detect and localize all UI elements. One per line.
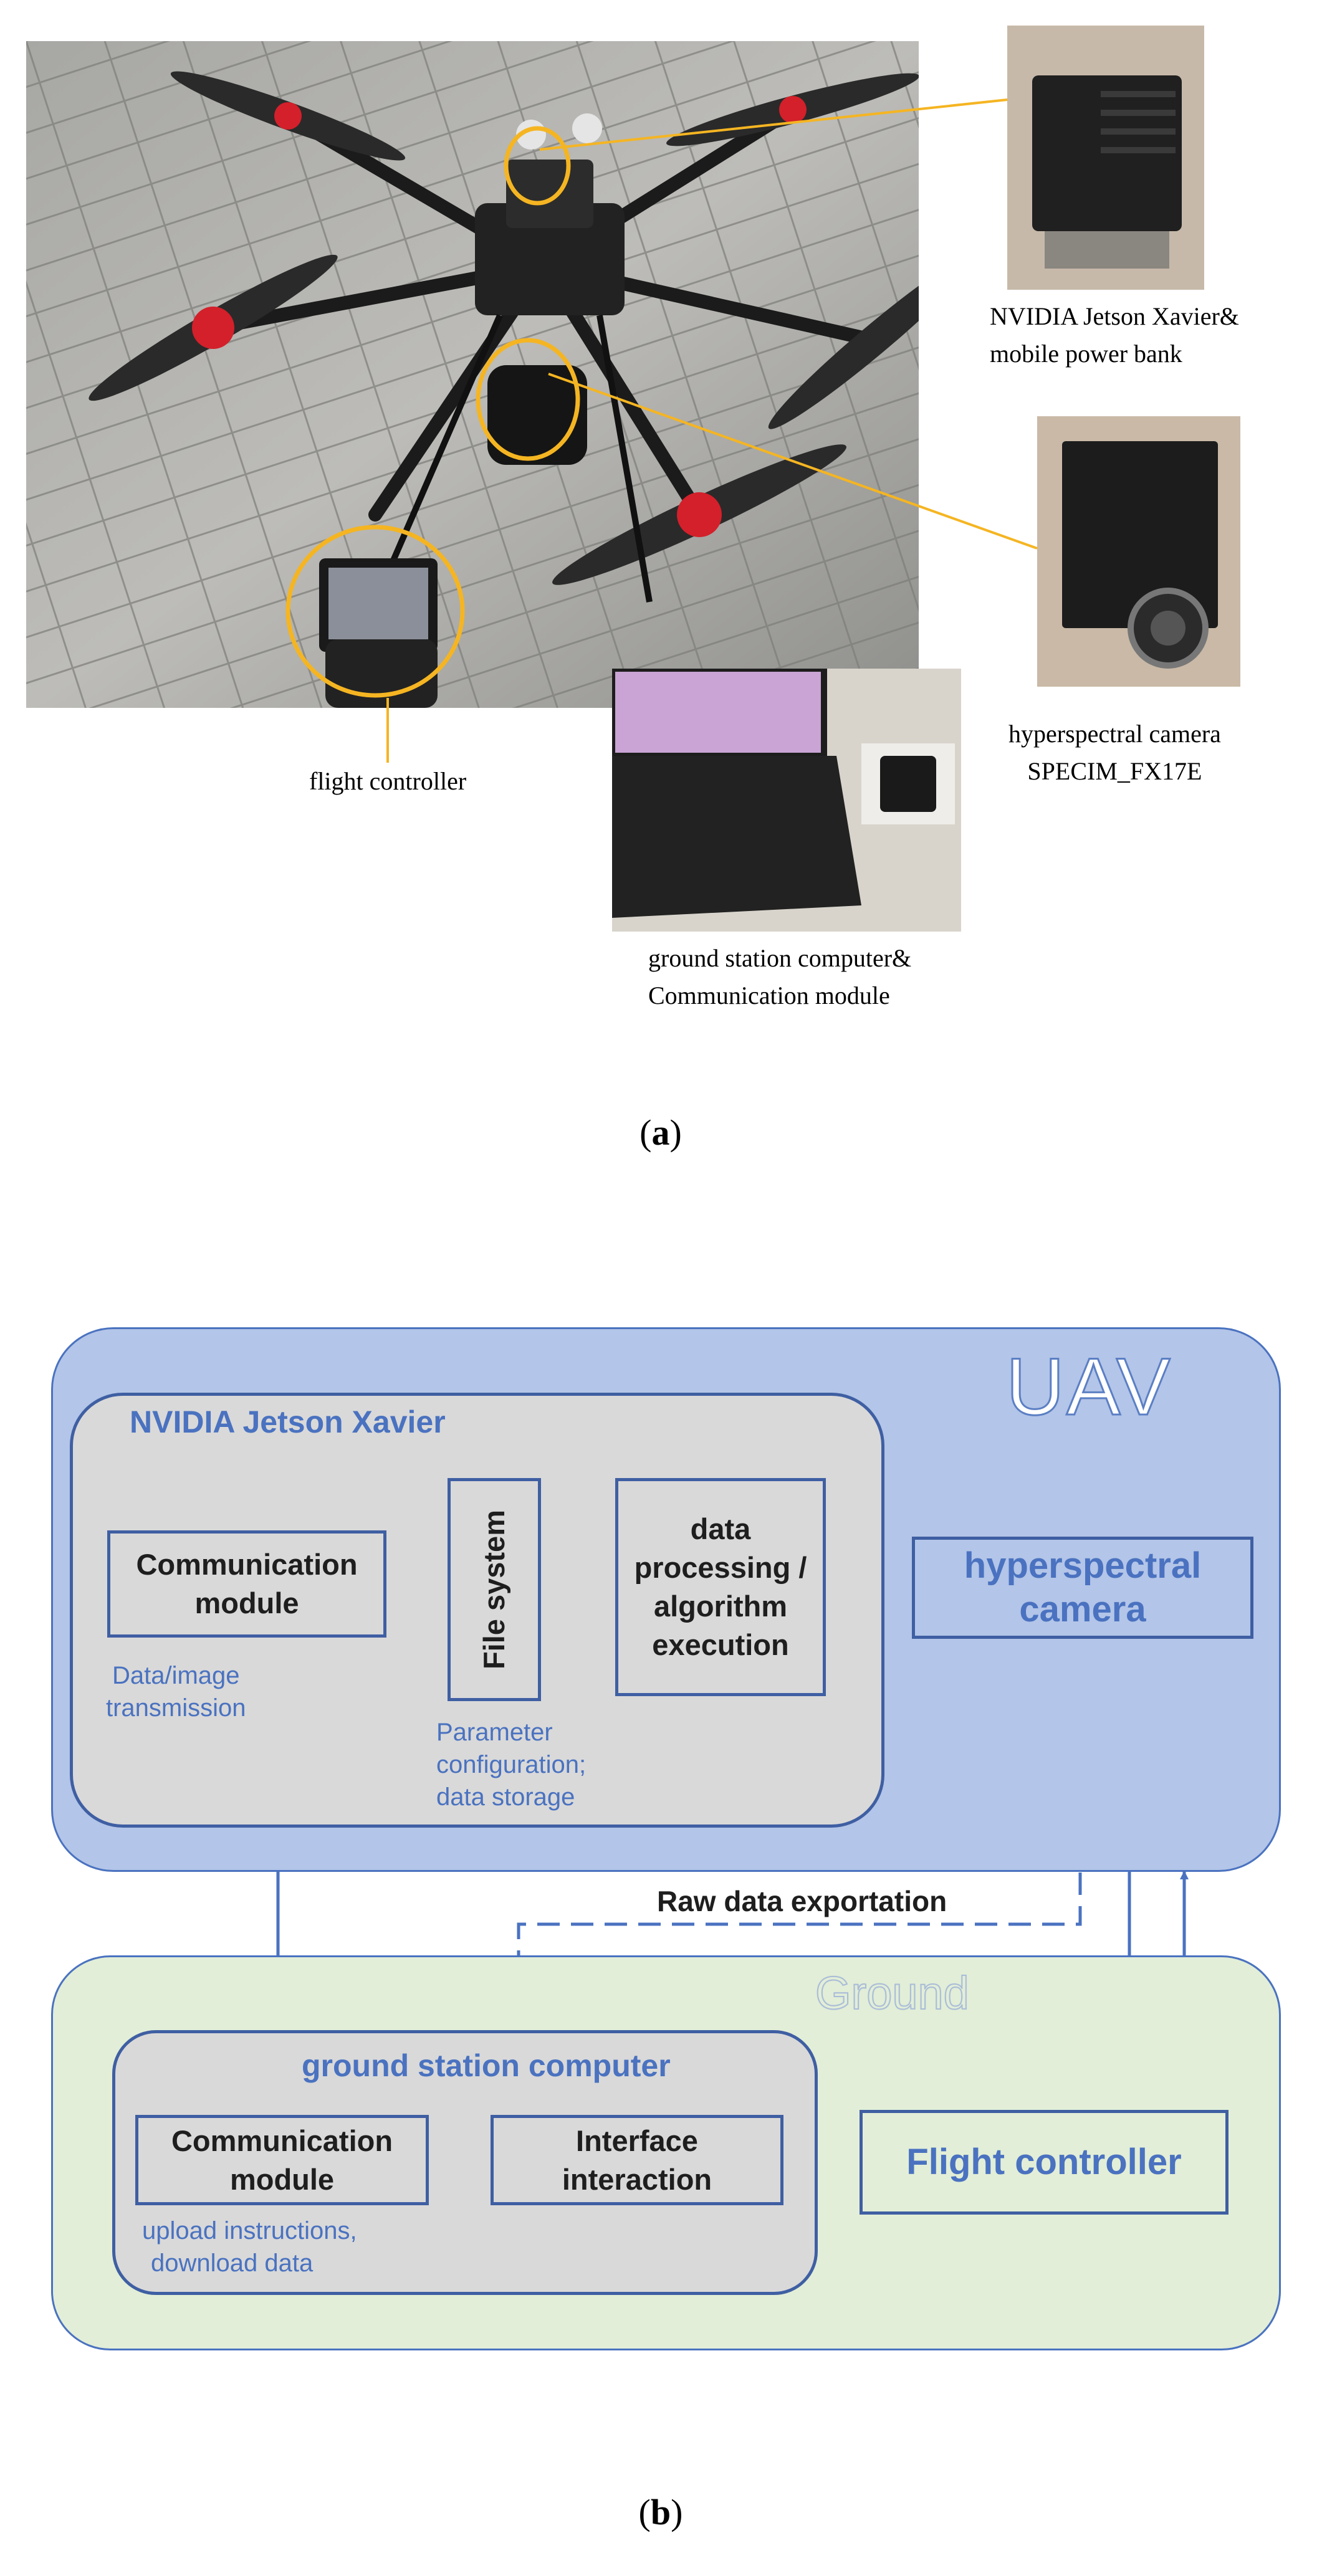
panel-a-caption-open: ( xyxy=(639,1112,652,1153)
ground-title: Ground xyxy=(815,1967,970,2020)
uav-communication-module-label: Communication module xyxy=(136,1548,358,1620)
comm-transmission-note: Data/image transmission xyxy=(106,1659,246,1724)
camera-caption-line2: SPECIM_FX17E xyxy=(1027,757,1202,785)
flight-controller-caption-text: flight controller xyxy=(309,767,467,795)
file-system-note-line2: configuration; xyxy=(436,1751,587,1778)
ground-station-caption-line1: ground station computer& xyxy=(648,944,912,972)
ground-station-photo-illustration xyxy=(612,669,961,932)
hyperspectral-camera-box: hyperspectral camera xyxy=(912,1537,1253,1639)
interface-interaction-box: Interface interaction xyxy=(491,2115,783,2205)
camera-caption: hyperspectral camera SPECIM_FX17E xyxy=(1008,715,1221,790)
file-system-note-line3: data storage xyxy=(436,1783,575,1811)
jetson-photo-illustration xyxy=(1007,26,1204,290)
jetson-photo xyxy=(1007,26,1204,290)
jetson-caption-line1: NVIDIA Jetson Xavier& xyxy=(990,302,1239,330)
hyperspectral-camera-label: hyperspectral camera xyxy=(964,1545,1202,1629)
flight-controller-label: Flight controller xyxy=(906,2142,1182,2182)
panel-a-caption-letter: a xyxy=(651,1112,670,1153)
panel-b-caption-open: ( xyxy=(638,2492,651,2532)
camera-caption-line1: hyperspectral camera xyxy=(1008,720,1221,748)
file-system-box: File system xyxy=(448,1478,541,1701)
ground-station-photo xyxy=(612,669,961,932)
uav-communication-module-box: Communication module xyxy=(107,1530,386,1638)
ground-comm-note-line1: upload instructions, xyxy=(142,2217,357,2244)
interface-interaction-label: Interface interaction xyxy=(562,2124,712,2196)
file-system-label: File system xyxy=(477,1509,510,1670)
jetson-caption-line2: mobile power bank xyxy=(990,340,1182,368)
camera-photo xyxy=(1037,416,1240,687)
data-processing-label: data processing / algorithm execution xyxy=(634,1512,807,1661)
ground-comm-note: upload instructions, download data xyxy=(142,2215,357,2279)
panel-a-caption-close: ) xyxy=(669,1112,682,1153)
ground-station-title: ground station computer xyxy=(302,2048,671,2083)
ground-station-caption: ground station computer& Communication m… xyxy=(648,940,911,1014)
file-system-note: Parameter configuration; data storage xyxy=(436,1716,586,1813)
comm-transmission-note-line2: transmission xyxy=(106,1694,246,1722)
panel-b-caption-letter: b xyxy=(650,2492,671,2532)
ground-station-caption-line2: Communication module xyxy=(648,981,890,1009)
data-processing-box: data processing / algorithm execution xyxy=(615,1478,826,1696)
comm-transmission-note-line1: Data/image xyxy=(112,1662,240,1689)
jetson-caption: NVIDIA Jetson Xavier& mobile power bank xyxy=(990,298,1239,373)
drone-photo-illustration xyxy=(26,41,919,708)
panel-b-caption: (b) xyxy=(598,2491,723,2533)
ground-communication-module-label: Communication module xyxy=(171,2124,393,2196)
camera-photo-illustration xyxy=(1037,416,1240,687)
flight-controller-box: Flight controller xyxy=(860,2110,1229,2215)
panel-b-caption-close: ) xyxy=(671,2492,683,2532)
panel-a-caption: (a) xyxy=(598,1112,723,1153)
ground-comm-note-line2: download data xyxy=(151,2249,314,2277)
ground-communication-module-box: Communication module xyxy=(135,2115,429,2205)
file-system-note-line1: Parameter xyxy=(436,1719,553,1746)
uav-title: UAV xyxy=(1005,1340,1172,1433)
jetson-subsystem-title: NVIDIA Jetson Xavier xyxy=(130,1405,446,1439)
ground-station-subsystem xyxy=(112,2030,818,2295)
flight-controller-caption: flight controller xyxy=(309,763,466,800)
jetson-subsystem xyxy=(70,1393,884,1828)
raw-data-exportation-label: Raw data exportation xyxy=(657,1885,947,1917)
drone-photo xyxy=(26,41,919,708)
